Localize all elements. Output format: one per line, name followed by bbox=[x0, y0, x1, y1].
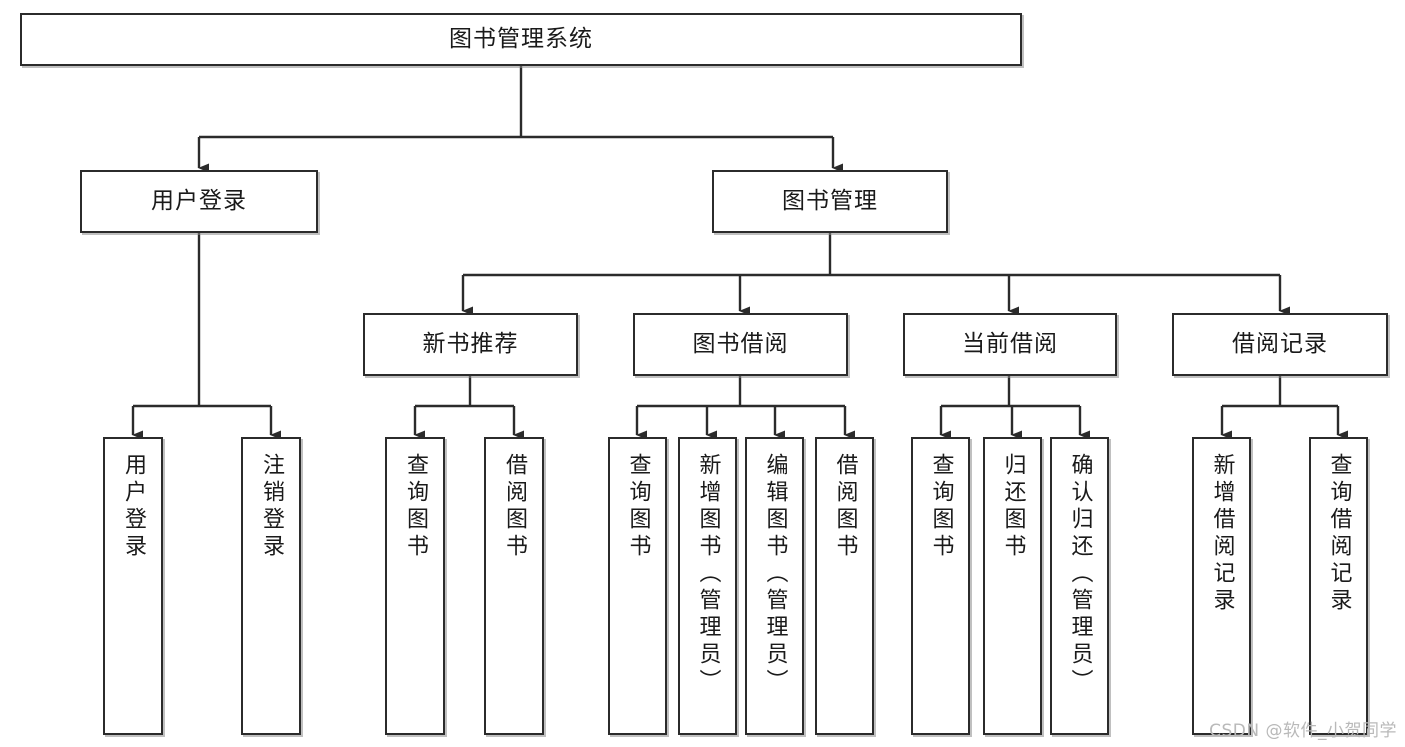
leaf-edit-book-label: 编辑图书（管理员） bbox=[762, 453, 788, 696]
node-user-login-label: 用户登录 bbox=[151, 188, 247, 215]
leaf-borrow-book-new[interactable]: 借阅图书 bbox=[484, 437, 544, 735]
leaf-borrow-book-new-label: 借阅图书 bbox=[502, 453, 527, 561]
leaf-borrow-book-bb-label: 借阅图书 bbox=[832, 453, 858, 561]
leaf-borrow-book-bb[interactable]: 借阅图书 bbox=[815, 437, 874, 735]
node-root[interactable]: 图书管理系统 bbox=[20, 13, 1022, 66]
node-user-login[interactable]: 用户登录 bbox=[80, 170, 318, 233]
node-new-book-rec[interactable]: 新书推荐 bbox=[363, 313, 578, 376]
leaf-query-record-label: 查询借阅记录 bbox=[1326, 453, 1352, 615]
node-book-manage-label: 图书管理 bbox=[782, 188, 878, 215]
leaf-query-book-new[interactable]: 查询图书 bbox=[385, 437, 445, 735]
leaf-query-book-new-label: 查询图书 bbox=[403, 453, 428, 561]
node-new-book-rec-label: 新书推荐 bbox=[422, 331, 519, 358]
node-book-borrow[interactable]: 图书借阅 bbox=[633, 313, 848, 376]
leaf-query-record[interactable]: 查询借阅记录 bbox=[1309, 437, 1368, 735]
node-borrow-record-label: 借阅记录 bbox=[1232, 331, 1328, 358]
leaf-add-record[interactable]: 新增借阅记录 bbox=[1192, 437, 1251, 735]
leaf-return-book-label: 归还图书 bbox=[1000, 453, 1026, 561]
leaf-confirm-return-label: 确认归还（管理员） bbox=[1067, 453, 1093, 696]
leaf-add-book[interactable]: 新增图书（管理员） bbox=[678, 437, 737, 735]
leaf-return-book[interactable]: 归还图书 bbox=[983, 437, 1042, 735]
leaf-user-logout[interactable]: 注销登录 bbox=[241, 437, 301, 735]
leaf-query-book-bb[interactable]: 查询图书 bbox=[608, 437, 667, 735]
leaf-user-login[interactable]: 用户登录 bbox=[103, 437, 163, 735]
node-borrow-record[interactable]: 借阅记录 bbox=[1172, 313, 1388, 376]
node-book-borrow-label: 图书借阅 bbox=[692, 331, 789, 358]
node-root-label: 图书管理系统 bbox=[449, 26, 593, 53]
node-book-manage[interactable]: 图书管理 bbox=[712, 170, 948, 233]
node-current-borrow[interactable]: 当前借阅 bbox=[903, 313, 1117, 376]
leaf-query-book-cb-label: 查询图书 bbox=[928, 453, 954, 561]
leaf-query-book-bb-label: 查询图书 bbox=[625, 453, 651, 561]
leaf-user-login-label: 用户登录 bbox=[121, 453, 146, 561]
node-current-borrow-label: 当前借阅 bbox=[962, 331, 1058, 358]
leaf-add-book-label: 新增图书（管理员） bbox=[695, 453, 721, 696]
leaf-add-record-label: 新增借阅记录 bbox=[1209, 453, 1235, 615]
leaf-edit-book[interactable]: 编辑图书（管理员） bbox=[745, 437, 804, 735]
leaf-confirm-return[interactable]: 确认归还（管理员） bbox=[1050, 437, 1109, 735]
leaf-query-book-cb[interactable]: 查询图书 bbox=[911, 437, 970, 735]
watermark: CSDN @软件_小贺同学 bbox=[1209, 721, 1397, 741]
leaf-user-logout-label: 注销登录 bbox=[259, 453, 284, 561]
